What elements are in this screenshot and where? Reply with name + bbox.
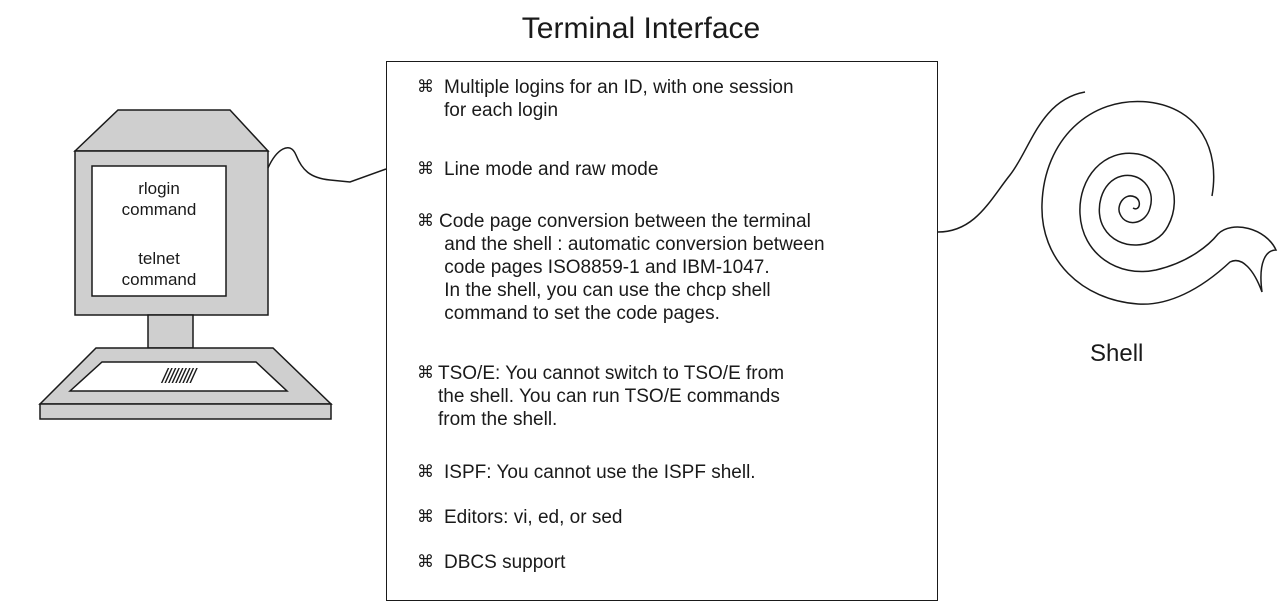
shell-cable bbox=[937, 91, 1086, 233]
telnet-command-label: command bbox=[121, 270, 197, 289]
monitor-neck bbox=[147, 314, 194, 349]
monitor-top bbox=[73, 109, 270, 152]
feature-text: ISPF: You cannot use the ISPF shell. bbox=[444, 462, 756, 483]
telnet-label: telnet bbox=[138, 249, 180, 268]
feature-panel: ⌘ Multiple logins for an ID, with one se… bbox=[386, 61, 938, 601]
rlogin-command-label: command bbox=[121, 200, 197, 219]
page-title: Terminal Interface bbox=[521, 12, 761, 45]
feature-text: Line mode and raw mode bbox=[444, 159, 659, 180]
keyboard-keys-area bbox=[68, 361, 289, 392]
feature-text: DBCS support bbox=[444, 552, 566, 573]
computer-icon bbox=[38, 109, 333, 420]
feature-text: TSO/E: You cannot switch to TSO/E from t… bbox=[438, 363, 785, 430]
feature-text: Code page conversion between the termina… bbox=[439, 211, 825, 324]
command-key-icon: ⌘ bbox=[417, 211, 434, 231]
terminal-cable bbox=[267, 147, 387, 183]
feature-text: Multiple logins for an ID, with one sess… bbox=[444, 77, 794, 121]
keyboard-keys: ///////// bbox=[161, 366, 196, 388]
keyboard-front bbox=[39, 403, 332, 420]
command-key-icon: ⌘ bbox=[417, 159, 434, 179]
command-key-icon: ⌘ bbox=[417, 363, 434, 383]
shell-label: Shell bbox=[1090, 340, 1144, 367]
command-key-icon: ⌘ bbox=[417, 77, 434, 97]
shell-icon bbox=[1041, 100, 1278, 305]
feature-text: Editors: vi, ed, or sed bbox=[444, 507, 623, 528]
command-key-icon: ⌘ bbox=[417, 552, 434, 572]
command-key-icon: ⌘ bbox=[417, 462, 434, 482]
command-key-icon: ⌘ bbox=[417, 507, 434, 527]
rlogin-label: rlogin bbox=[138, 179, 180, 198]
monitor-screen bbox=[91, 165, 227, 297]
